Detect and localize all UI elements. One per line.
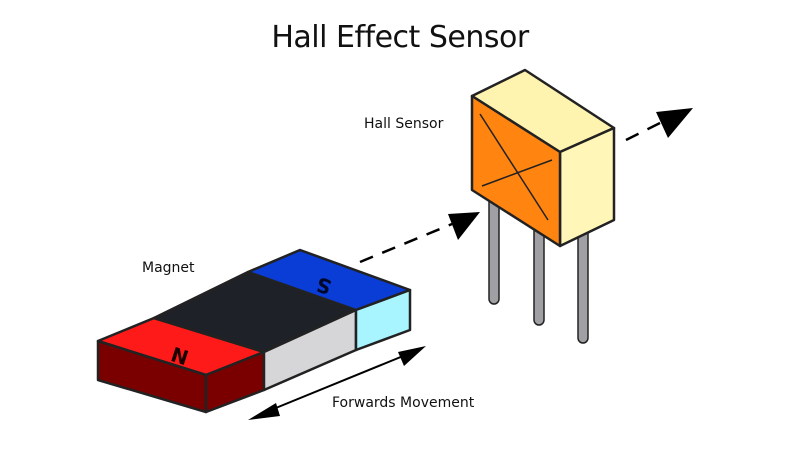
trajectory-arrowhead-1 [448,212,480,240]
hall-sensor [470,68,616,248]
sensor-cross-line-2 [481,159,553,187]
movement-arrowhead-back [248,403,280,420]
sensor-pin-2 [533,225,545,326]
movement-arrowhead-forward [398,346,426,366]
diagram-title: Hall Effect Sensor [271,20,529,55]
trajectory-arrowhead-2 [656,108,693,138]
magnet: N S [96,248,412,414]
hall-sensor-label: Hall Sensor [364,116,444,132]
movement-arrow-line [265,353,409,413]
movement-arrow [248,346,426,420]
forwards-movement-label: Forwards Movement [332,395,475,411]
sensor-cross-line-1 [479,113,549,221]
magnet-label: Magnet [142,260,195,276]
magnet-south-front [354,288,412,352]
south-pole-letter: S [313,272,334,299]
north-pole-letter: N [168,342,191,370]
sensor-pin-3 [577,227,589,344]
trajectory-line [359,108,693,264]
sensor-pin-1 [488,195,500,305]
